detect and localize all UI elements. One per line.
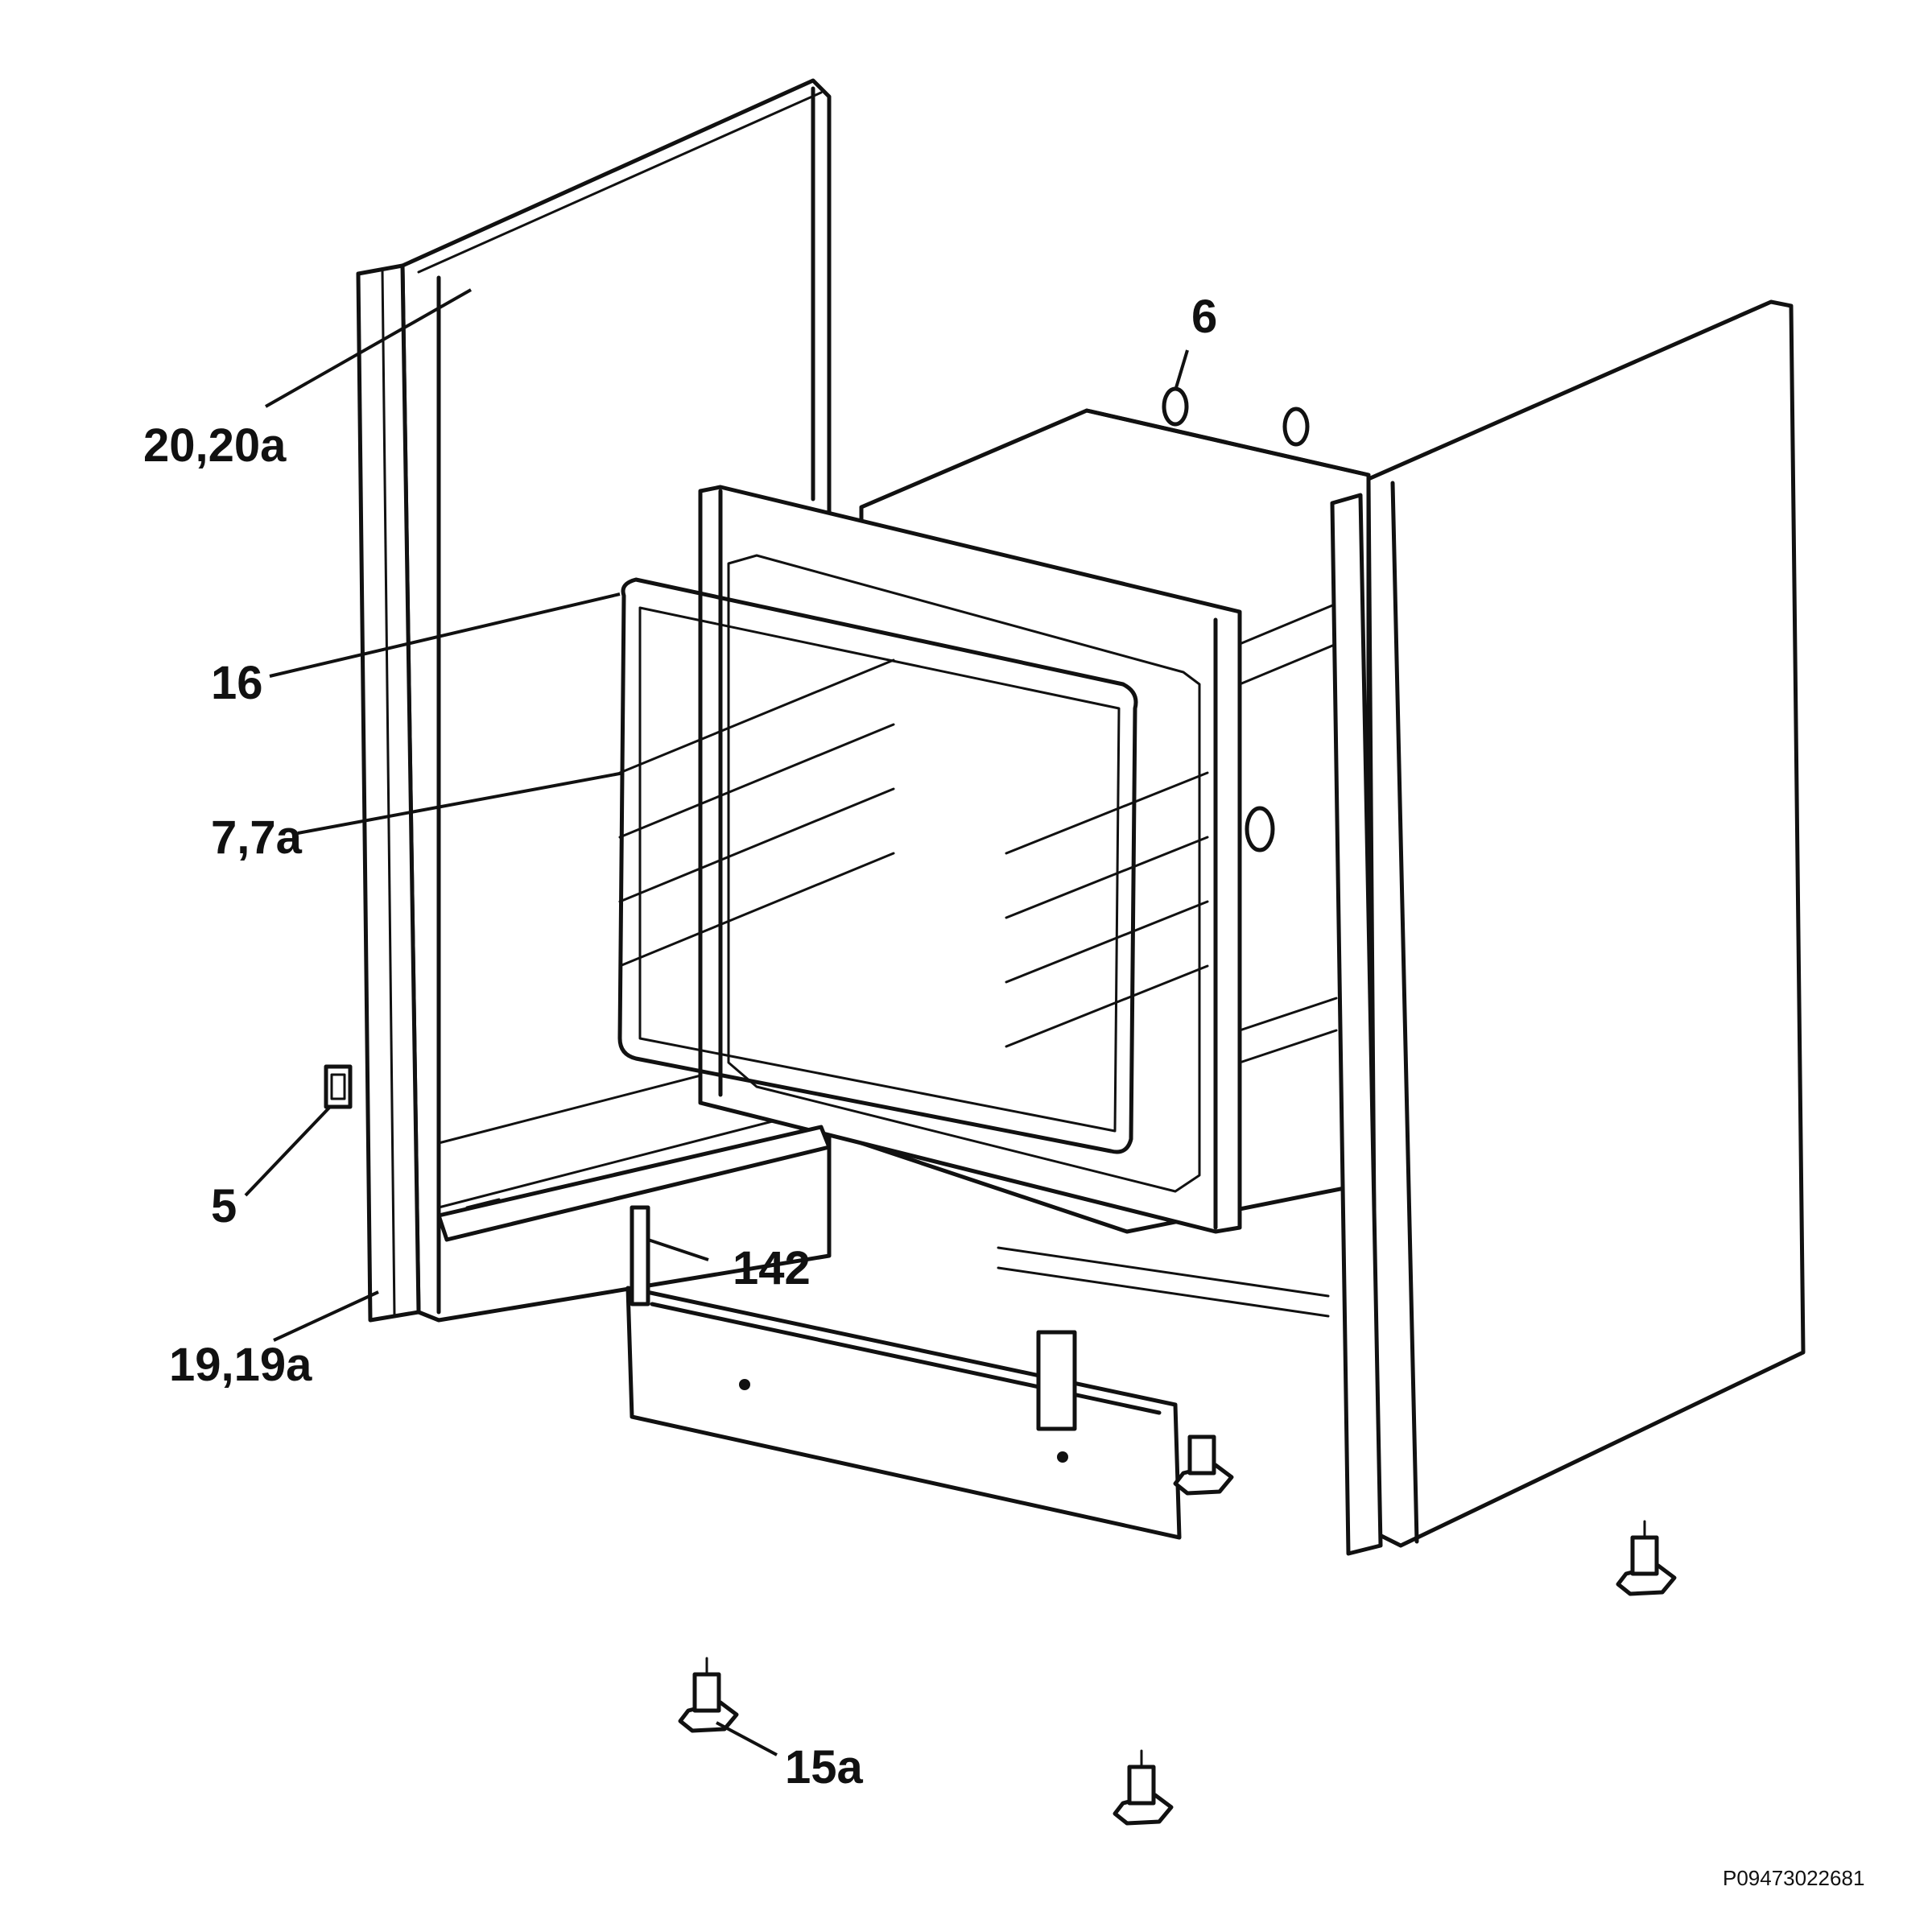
- small-bracket: [324, 1064, 353, 1109]
- callout-door-seal: 16: [211, 657, 263, 709]
- bottom-rail: [436, 1125, 1330, 1318]
- drawing-code: P09473022681: [1723, 1866, 1864, 1890]
- callout-top-hook: 6: [1191, 291, 1217, 343]
- callout-rail: 19,19a: [169, 1339, 312, 1391]
- callout-shelf-rack: 7,7a: [211, 811, 303, 864]
- shelf-rack: [618, 658, 1209, 1048]
- front-frame: [698, 485, 1242, 1234]
- right-side-panel: [1330, 299, 1806, 1556]
- foot-1: [678, 1657, 739, 1733]
- leader-lines: [244, 288, 1189, 1756]
- callout-small-bracket: 5: [211, 1180, 237, 1232]
- foot-2: [1113, 1749, 1174, 1826]
- foot-4: [1616, 1520, 1677, 1596]
- door-seal: [617, 577, 1138, 1154]
- callout-plinth-bracket: 142: [733, 1242, 811, 1294]
- foot-3: [1173, 1434, 1234, 1496]
- callout-foot: 15a: [785, 1741, 864, 1793]
- plinth-bracket: [625, 1205, 1182, 1540]
- callout-side-panel: 20,20a: [143, 419, 287, 472]
